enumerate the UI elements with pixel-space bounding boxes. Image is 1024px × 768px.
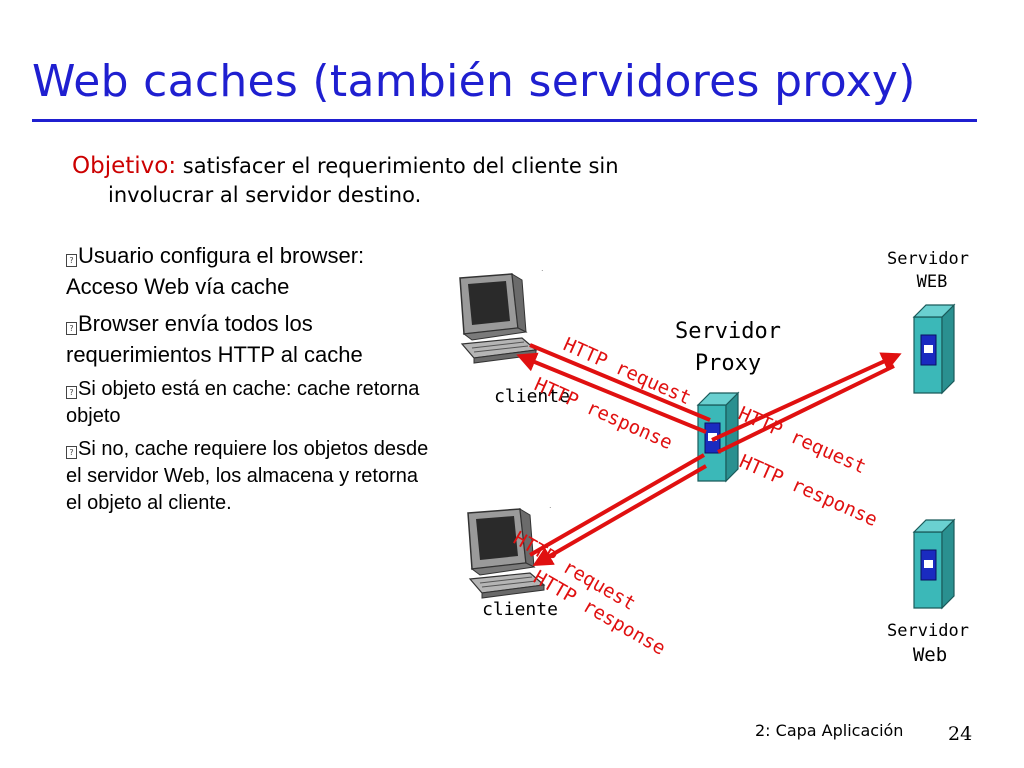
slide-title: Web caches (también servidores proxy): [32, 56, 916, 107]
arrow-client-bottom-to-proxy: [529, 453, 705, 557]
dot-mark: .: [541, 264, 544, 273]
bullet-text: Browser envía todos los requerimientos H…: [66, 311, 363, 367]
arrow-client-top-to-proxy: [529, 343, 711, 422]
bullet-marker-icon: ?: [66, 446, 77, 459]
bullet-list: ?Usuario configura el browser: Acceso We…: [66, 240, 438, 523]
title-underline: [32, 119, 977, 122]
dot-mark: .: [549, 501, 552, 510]
client-bottom-label: cliente: [482, 599, 558, 620]
arrow-proxy-to-server: [711, 352, 902, 442]
bullet-item: ?Si no, cache requiere los objetos desde…: [66, 436, 438, 517]
bullet-item: ?Si objeto está en cache: cache retorna …: [66, 376, 438, 430]
server-top-label-line2: WEB: [917, 272, 948, 292]
bullet-marker-icon: ?: [66, 322, 77, 335]
server-bottom-label-line1: Servidor: [887, 621, 969, 641]
proxy-label-line2: Proxy: [695, 351, 761, 376]
bullet-text: Usuario configura el browser: Acceso Web…: [66, 243, 365, 299]
bullet-item: ?Browser envía todos los requerimientos …: [66, 308, 438, 370]
page-number: 24: [948, 723, 973, 745]
server-bottom-label-line2: Web: [913, 644, 947, 666]
bullet-text: Si no, cache requiere los objetos desde …: [66, 438, 429, 514]
bullet-text: Si objeto está en cache: cache retorna o…: [66, 378, 420, 427]
web-server-bottom: [913, 519, 955, 609]
client-top-label: cliente: [494, 386, 570, 407]
objective-text-line2: involucrar al servidor destino.: [108, 183, 422, 207]
bullet-item: ?Usuario configura el browser: Acceso We…: [66, 240, 438, 302]
proxy-label-line1: Servidor: [675, 319, 781, 344]
arrow-proxy-to-client-top: [516, 352, 707, 434]
server-top-label-line1: Servidor: [887, 249, 969, 269]
web-server-top: [913, 304, 955, 394]
bullet-marker-icon: ?: [66, 254, 77, 267]
objective-text-line1: satisfacer el requerimiento del cliente …: [176, 154, 619, 178]
client-computer-top: [459, 273, 537, 364]
bullet-marker-icon: ?: [66, 386, 77, 399]
objective-label: Objetivo:: [72, 153, 177, 179]
footer-caption: 2: Capa Aplicación: [755, 721, 904, 740]
objective: Objetivo: satisfacer el requerimiento de…: [72, 152, 812, 210]
arrow-server-to-proxy: [717, 364, 895, 454]
arrow-proxy-to-client-bottom: [532, 464, 707, 566]
